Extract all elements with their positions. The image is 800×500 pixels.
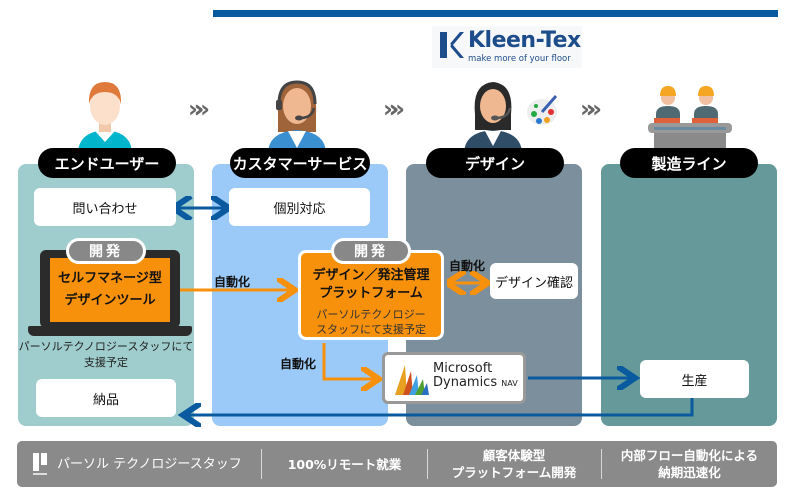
brand-tagline: make more of your floor bbox=[468, 54, 571, 64]
footer-company: パーソル テクノロジースタッフ bbox=[57, 456, 242, 472]
delivery-label: 納品 bbox=[92, 392, 119, 408]
dev-tag-end-user: 開発 bbox=[66, 238, 146, 264]
footer-item-platform: 顧客体験型 プラットフォーム開発 bbox=[428, 441, 600, 487]
design-tool-line1: セルフマネージ型 bbox=[58, 271, 162, 286]
design-tool-line2: デザインツール bbox=[64, 293, 156, 308]
dynamics-logo-icon bbox=[395, 365, 429, 395]
column-title-design: デザイン bbox=[426, 148, 564, 178]
production-label: 生産 bbox=[681, 373, 708, 389]
footer-item-automation-line2: 納期迅速化 bbox=[658, 465, 721, 480]
footer-item-remote-line1: 100%リモート就業 bbox=[287, 456, 402, 472]
platform-note-line2: スタッフにて支援予定 bbox=[316, 323, 426, 336]
individual-support-box: 個別対応 bbox=[229, 188, 370, 226]
factory-workers-icon bbox=[648, 86, 732, 152]
inquiry-label: 問い合わせ bbox=[72, 201, 138, 217]
platform-line1: デザイン／発注管理 bbox=[312, 268, 430, 283]
footer-item-automation-line1: 内部フロー自動化による bbox=[620, 448, 759, 463]
paint-palette-icon bbox=[527, 95, 558, 125]
column-title-manufacturing: 製造ライン bbox=[620, 148, 758, 178]
footer-item-remote: 100%リモート就業 bbox=[262, 441, 427, 487]
design-tool-screen: セルフマネージ型 デザインツール bbox=[50, 258, 170, 322]
production-box: 生産 bbox=[640, 360, 749, 398]
persol-logo-icon bbox=[33, 453, 47, 475]
production-to-delivery-arrow bbox=[186, 398, 694, 415]
dynamics-suffix: NAV bbox=[501, 379, 518, 388]
individual-support-label: 個別対応 bbox=[273, 201, 326, 217]
end-user-note-line1: パーソルテクノロジースタッフにて bbox=[18, 340, 194, 353]
footer-banner: パーソル テクノロジースタッフ 100%リモート就業 顧客体験型 プラットフォー… bbox=[17, 441, 777, 487]
dynamics-line2: Dynamics bbox=[433, 375, 498, 390]
end-user-person-icon bbox=[78, 82, 132, 154]
auto-label-1: 自動化 bbox=[214, 275, 251, 289]
footer-item-automation: 内部フロー自動化による 納期迅速化 bbox=[602, 441, 777, 487]
auto-label-2: 自動化 bbox=[449, 259, 486, 273]
inquiry-box: 問い合わせ bbox=[34, 188, 176, 226]
kleen-tex-k-icon bbox=[440, 32, 464, 58]
end-user-support-note: パーソルテクノロジースタッフにて 支援予定 bbox=[18, 339, 194, 371]
footer-item-platform-line1: 顧客体験型 bbox=[482, 448, 546, 463]
dynamics-text: Microsoft Dynamics NAV bbox=[433, 362, 518, 391]
kleen-tex-logo: Kleen-Tex make more of your floor bbox=[432, 26, 582, 68]
design-confirm-label: デザイン確認 bbox=[494, 275, 573, 291]
brand-name: Kleen-Tex bbox=[468, 28, 581, 53]
footer-divider bbox=[601, 449, 602, 479]
platform-note-line1: パーソルテクノロジー bbox=[316, 308, 426, 321]
auto-label-3: 自動化 bbox=[280, 357, 317, 371]
footer-item-platform-line2: プラットフォーム開発 bbox=[451, 465, 577, 480]
delivery-box: 納品 bbox=[36, 379, 176, 417]
end-user-note-line2: 支援予定 bbox=[84, 356, 128, 369]
laptop-base bbox=[28, 326, 192, 336]
dynamics-line1: Microsoft bbox=[433, 361, 493, 376]
column-title-end-user: エンドユーザー bbox=[38, 148, 176, 178]
footer-divider bbox=[261, 449, 262, 479]
design-confirm-box: デザイン確認 bbox=[490, 263, 578, 299]
platform-to-erp-arrow bbox=[322, 343, 376, 379]
header-bar bbox=[213, 10, 778, 17]
microsoft-dynamics-nav-box: Microsoft Dynamics NAV bbox=[382, 352, 526, 404]
column-title-customer-service: カスタマーサービス bbox=[230, 148, 370, 178]
footer-divider bbox=[427, 449, 428, 479]
platform-line2: プラットフォーム bbox=[319, 286, 423, 301]
dev-tag-platform: 開発 bbox=[331, 238, 411, 264]
